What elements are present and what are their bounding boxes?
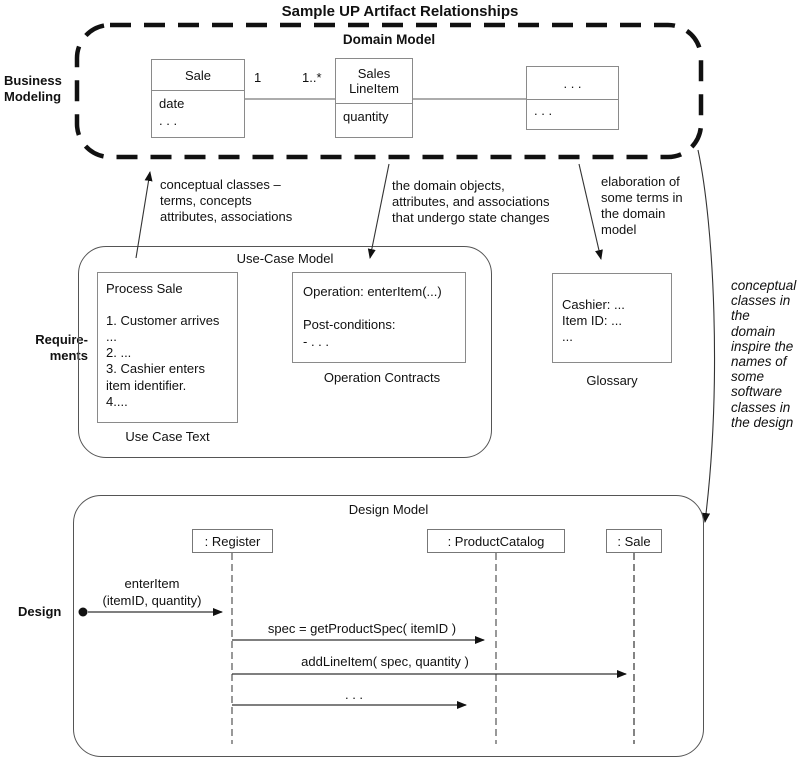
lifeline-head-sale: : Sale: [606, 529, 662, 553]
design-model-container: [73, 495, 704, 757]
design-model-label: Design Model: [348, 502, 429, 517]
message-label-enter-item: enterItem (itemID, quantity): [102, 576, 202, 608]
class-attrs-sale: date . . .: [159, 96, 185, 128]
arrow-domain-to-operation-contracts: [367, 163, 390, 259]
message-label-add-line-item: addLineItem( spec, quantity ): [301, 654, 469, 669]
class-box-sale: Sale date . . .: [151, 59, 245, 138]
note-domain-objects: the domain objects, attributes, and asso…: [392, 178, 550, 225]
use-case-text-caption: Use Case Text: [125, 429, 210, 444]
multiplicity-one-to-many: 1..*: [302, 70, 322, 85]
glossary-body: Cashier: ... Item ID: ... ...: [562, 297, 625, 344]
phase-label-design: Design: [18, 604, 62, 619]
class-name-other: . . .: [527, 67, 618, 100]
use-case-model-container: [78, 246, 492, 458]
class-name-sales-line-item: Sales LineItem: [336, 59, 412, 104]
operation-contracts-box: Operation: enterItem(...) Post-condition…: [292, 272, 466, 363]
note-elaboration: elaboration of some terms in the domain …: [601, 174, 683, 237]
message-label-more: . . .: [344, 687, 364, 702]
class-attrs-sales-line-item: quantity: [343, 109, 389, 124]
domain-model-label: Domain Model: [342, 32, 436, 47]
arrow-domain-to-glossary: [578, 163, 603, 260]
class-name-sale: Sale: [152, 60, 244, 91]
glossary-caption: Glossary: [586, 373, 638, 388]
use-case-text-box: Process Sale 1. Customer arrives ... 2. …: [97, 272, 238, 423]
phase-label-business-modeling: Business Modeling: [4, 73, 62, 104]
lifeline-head-register: : Register: [192, 529, 273, 553]
use-case-text-body: Process Sale 1. Customer arrives ... 2. …: [106, 281, 220, 409]
operation-contracts-body: Operation: enterItem(...) Post-condition…: [303, 284, 442, 349]
message-label-get-product-spec: spec = getProductSpec( itemID ): [267, 621, 457, 636]
use-case-model-label: Use-Case Model: [236, 251, 334, 266]
operation-contracts-caption: Operation Contracts: [323, 370, 441, 385]
note-side-conceptual-inspire: conceptual classes in the domain inspire…: [731, 278, 797, 430]
class-attrs-other: . . .: [534, 103, 553, 118]
class-box-sales-line-item: Sales LineItem quantity: [335, 58, 413, 138]
note-conceptual-classes: conceptual classes – terms, concepts att…: [160, 177, 293, 224]
multiplicity-one: 1: [254, 70, 262, 85]
diagram-title: Sample UP Artifact Relationships: [281, 3, 519, 20]
phase-label-requirements: Require- ments: [35, 332, 88, 363]
class-box-other: . . . . . .: [526, 66, 619, 130]
glossary-box: Cashier: ... Item ID: ... ...: [552, 273, 672, 363]
lifeline-head-product-catalog: : ProductCatalog: [427, 529, 565, 553]
